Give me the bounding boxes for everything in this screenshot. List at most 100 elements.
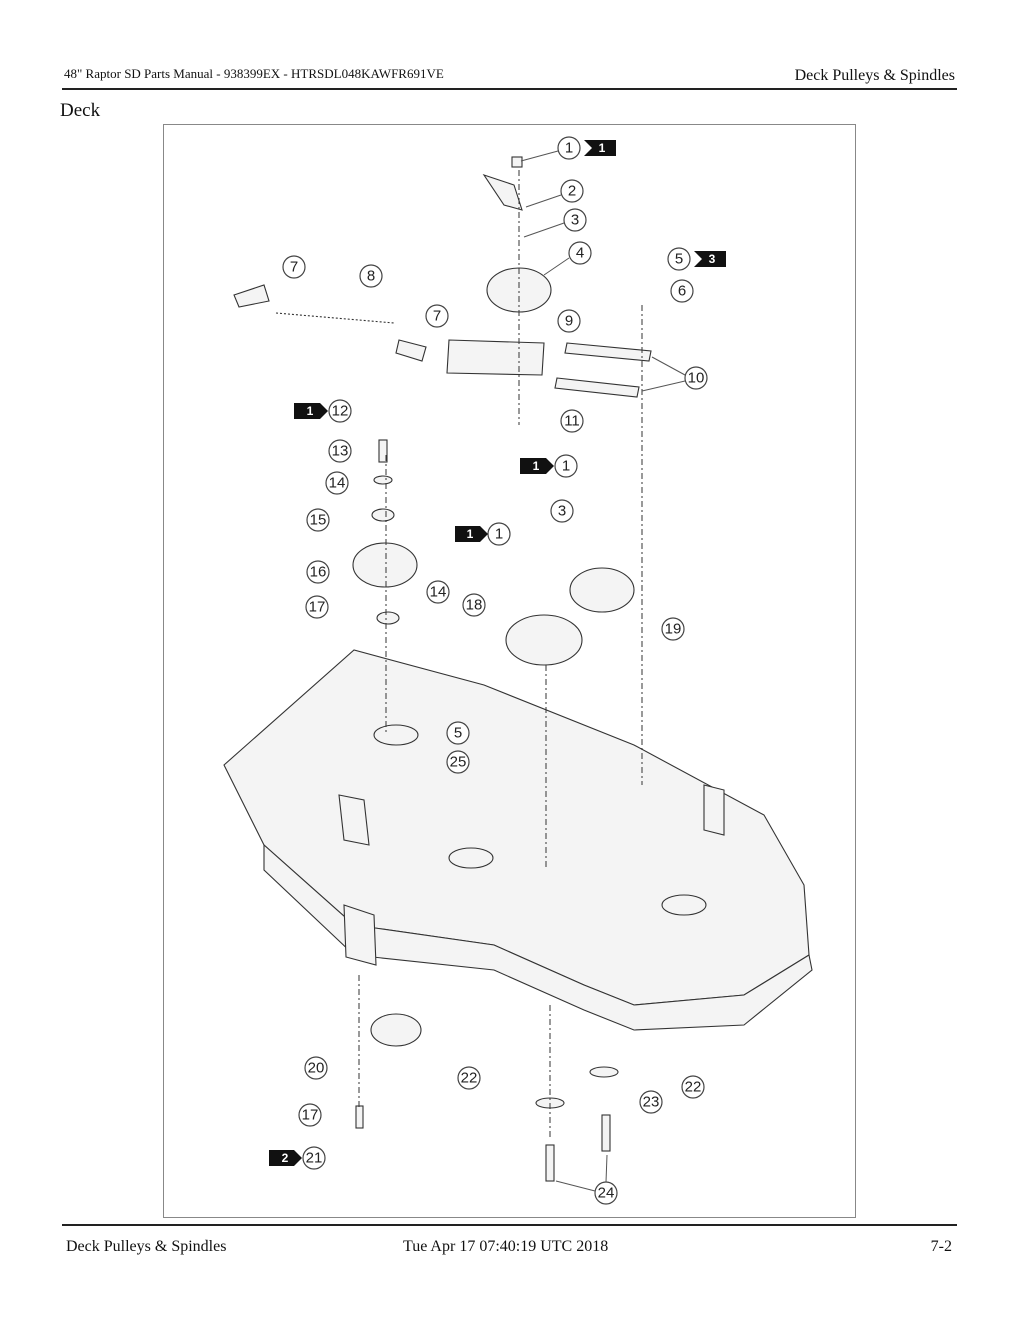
svg-text:15: 15 [310, 512, 327, 529]
svg-text:10: 10 [688, 370, 705, 387]
callout-1-right: 1 [554, 454, 578, 478]
svg-text:2: 2 [282, 1151, 289, 1165]
footer-rule [62, 1224, 957, 1226]
svg-text:3: 3 [709, 252, 716, 266]
header-manual-title: 48" Raptor SD Parts Manual - 938399EX - … [64, 66, 444, 81]
svg-text:5: 5 [454, 725, 462, 742]
svg-text:19: 19 [665, 621, 682, 638]
header-section-name: Deck Pulleys & Spindles [794, 67, 955, 84]
idler-arm [482, 173, 523, 211]
svg-text:16: 16 [310, 564, 327, 581]
svg-text:20: 20 [308, 1060, 325, 1077]
header-rule [62, 88, 957, 90]
svg-text:22: 22 [461, 1070, 478, 1087]
callout-22-right: 22 [681, 1075, 705, 1099]
callout-1-top: 1 [557, 136, 581, 160]
nut-top [511, 156, 523, 168]
tag-1-right: 1 [520, 458, 554, 474]
callout-17-lower: 17 [298, 1103, 322, 1127]
callout-17-upper: 17 [305, 595, 329, 619]
callout-16: 16 [306, 560, 330, 584]
callout-22-left: 22 [457, 1066, 481, 1090]
callout-3-top: 3 [563, 208, 587, 232]
callout-20: 20 [304, 1056, 328, 1080]
callout-11: 11 [560, 409, 584, 433]
svg-text:7: 7 [290, 259, 298, 276]
bushing-14-upper [371, 508, 395, 522]
idler-slide-lower [554, 377, 640, 398]
callout-6: 6 [670, 279, 694, 303]
svg-text:13: 13 [332, 443, 349, 460]
deck-spindle-hole-left [373, 724, 419, 746]
svg-text:22: 22 [685, 1079, 702, 1096]
bolt-12 [378, 439, 388, 463]
stacked-idler-pulley [505, 614, 583, 666]
callout-24: 24 [594, 1181, 618, 1205]
svg-text:3: 3 [558, 503, 566, 520]
spindle-pulley-left [352, 542, 418, 588]
svg-text:1: 1 [495, 526, 503, 543]
bolt-24-left [545, 1144, 555, 1182]
callout-21: 21 [302, 1146, 326, 1170]
callout-13: 13 [328, 439, 352, 463]
callout-15: 15 [306, 508, 330, 532]
svg-text:23: 23 [643, 1094, 660, 1111]
section-title: Deck [60, 100, 101, 121]
deck-bracket-left [338, 794, 370, 846]
callout-4: 4 [568, 241, 592, 265]
callout-9: 9 [557, 309, 581, 333]
exploded-view-drawing: 1 1 2 3 4 5 3 6 7 7 8 9 10 11 12 1 13 14… [223, 136, 813, 1205]
deck-spindle-hole-center [448, 847, 494, 869]
svg-text:1: 1 [562, 458, 570, 475]
page-number: 7-2 [930, 1238, 952, 1255]
tag-3: 3 [694, 251, 726, 267]
svg-text:11: 11 [564, 413, 580, 430]
callout-14-lower: 14 [426, 580, 450, 604]
tag-1-top: 1 [584, 140, 616, 156]
callout-23: 23 [639, 1090, 663, 1114]
callout-14-upper: 14 [325, 471, 349, 495]
svg-text:17: 17 [302, 1107, 319, 1124]
callout-12: 12 [328, 399, 352, 423]
washer-23-upper [589, 1066, 619, 1078]
callout-19: 19 [661, 617, 685, 641]
svg-text:21: 21 [306, 1150, 323, 1167]
washer-13 [373, 475, 393, 485]
deck-bracket-front [343, 904, 377, 966]
svg-text:1: 1 [467, 527, 474, 541]
blade-spindle-assembly [370, 1013, 422, 1047]
callout-25: 25 [446, 750, 470, 774]
svg-text:8: 8 [367, 268, 375, 285]
svg-text:17: 17 [309, 599, 326, 616]
svg-text:25: 25 [450, 754, 467, 771]
svg-text:14: 14 [329, 475, 346, 492]
svg-text:4: 4 [576, 245, 584, 262]
flat-idler-pulley [569, 567, 635, 613]
deck-spindle-hole-right [661, 894, 707, 916]
tag-1-mid: 1 [455, 526, 488, 542]
callout-18: 18 [462, 593, 486, 617]
tag-1-12: 1 [294, 403, 328, 419]
spring-hook-right [395, 339, 427, 362]
svg-text:1: 1 [533, 459, 540, 473]
svg-text:3: 3 [571, 212, 579, 229]
callout-5-mid: 5 [446, 721, 470, 745]
svg-text:1: 1 [599, 141, 606, 155]
svg-text:24: 24 [598, 1185, 615, 1202]
callout-7-left: 7 [282, 255, 306, 279]
bolt-24-right [601, 1114, 611, 1152]
bushing-14-lower [376, 611, 400, 625]
callout-7-right: 7 [425, 304, 449, 328]
idler-bracket [446, 339, 545, 376]
idler-slide-upper [564, 342, 652, 362]
svg-text:9: 9 [565, 313, 573, 330]
svg-text:14: 14 [430, 584, 447, 601]
svg-text:1: 1 [307, 404, 314, 418]
callout-3-mid: 3 [550, 499, 574, 523]
svg-text:5: 5 [675, 251, 683, 268]
deck-bracket-right [703, 784, 725, 836]
callout-1-mid: 1 [487, 522, 511, 546]
callout-10: 10 [684, 366, 708, 390]
svg-text:18: 18 [466, 597, 483, 614]
footer-section-name: Deck Pulleys & Spindles [66, 1238, 227, 1255]
